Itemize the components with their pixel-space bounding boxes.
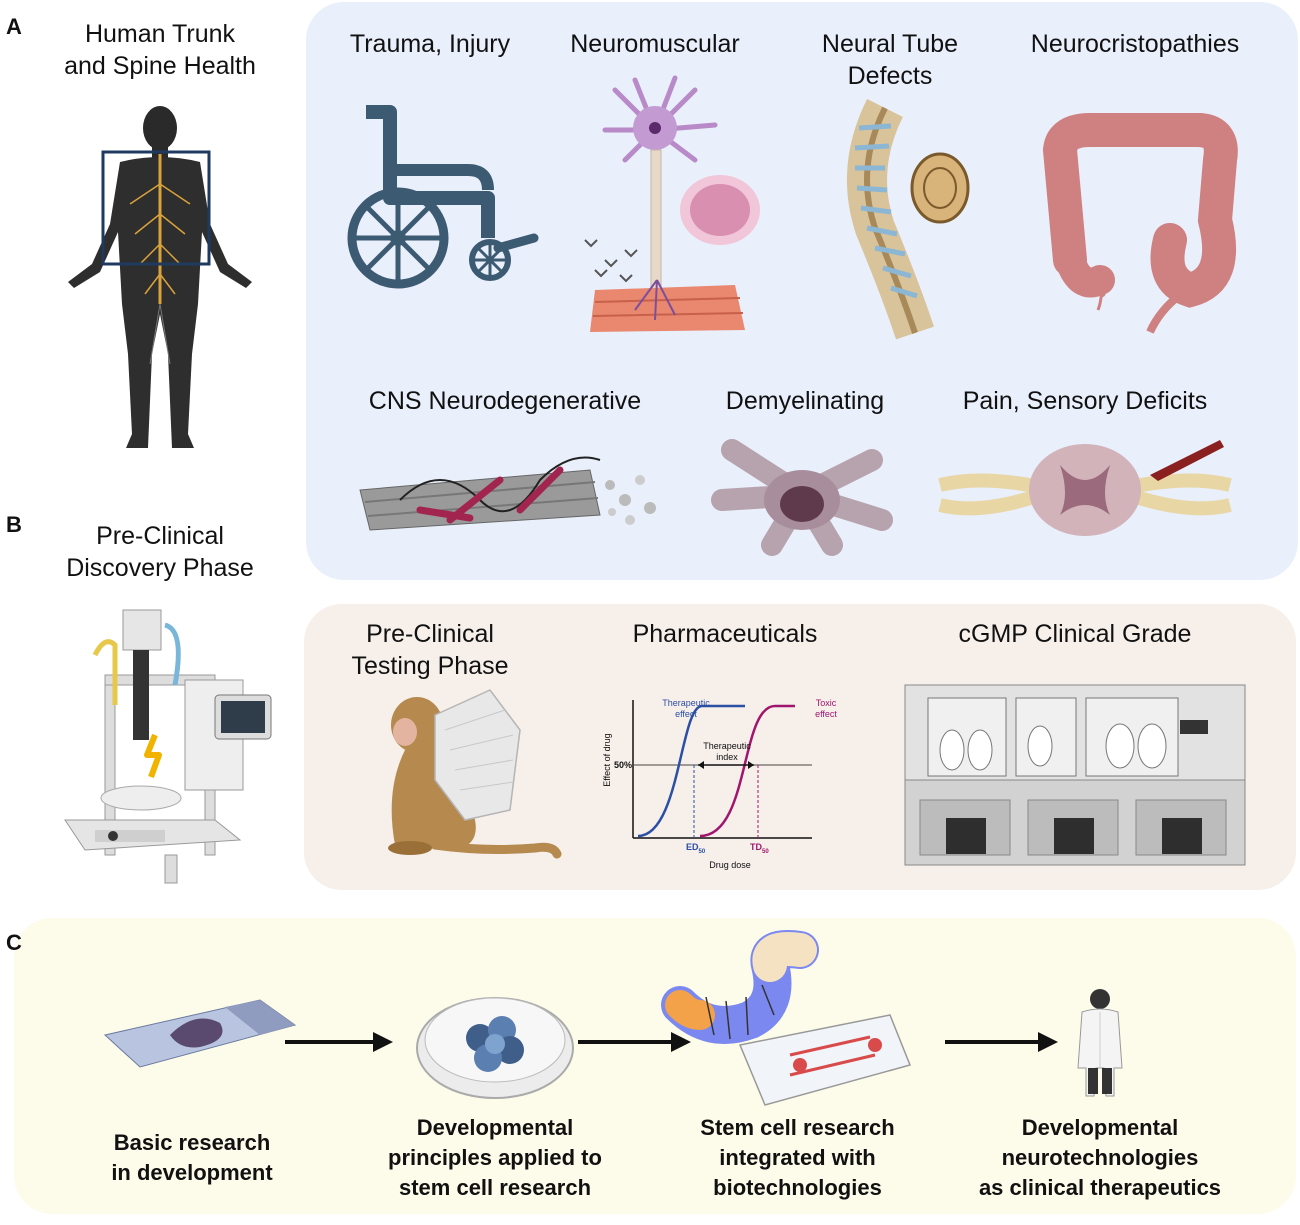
- category-pharmaceuticals: Pharmaceuticals: [632, 620, 818, 648]
- step-stem-cell-biotech: Stem cell research integrated with biote…: [700, 1115, 895, 1200]
- toxic-effect-label: Toxic effect: [815, 698, 837, 719]
- step-neurotechnologies-therapeutics: Developmental neurotechnologies as clini…: [978, 1115, 1222, 1200]
- toxic-curve: [699, 704, 795, 838]
- td50-label: TD50: [750, 842, 769, 855]
- stereotaxic-device-illustration: [64, 609, 272, 884]
- colon-illustration: [1042, 113, 1238, 334]
- microscope-slide-illustration: [103, 999, 297, 1068]
- human-body-illustration: [68, 106, 252, 448]
- dose-response-graph: [632, 700, 812, 839]
- spinal-cord-pain-illustration: [938, 440, 1232, 536]
- monkey-illustration: [388, 689, 562, 859]
- clinician-illustration: [1077, 989, 1123, 1097]
- panel-letter-b: B: [6, 512, 22, 537]
- category-cns-neurodegenerative: CNS Neurodegenerative: [368, 387, 642, 415]
- category-cgmp-clinical-grade: cGMP Clinical Grade: [958, 620, 1192, 648]
- wheelchair-icon: [347, 105, 539, 289]
- category-demyelinating: Demyelinating: [725, 387, 885, 415]
- flow-arrow-3: [945, 1032, 1058, 1052]
- biosafety-cabinet-illustration: [904, 684, 1246, 866]
- category-neuromuscular: Neuromuscular: [570, 30, 740, 58]
- category-neural-tube-defects: Neural Tube Defects: [821, 30, 959, 90]
- flow-arrow-1: [285, 1032, 393, 1052]
- therapeutic-curve: [637, 704, 745, 838]
- panel-letter-a: A: [6, 14, 22, 39]
- flow-arrow-2: [578, 1032, 691, 1052]
- neuron-muscle-illustration: [584, 75, 760, 332]
- therapeutic-effect-label: Therapeutic effect: [662, 698, 710, 719]
- y-tick-50: 50%: [614, 760, 633, 770]
- microtubule-tau-illustration: [359, 456, 656, 531]
- step-developmental-principles: Developmental principles applied to stem…: [388, 1115, 602, 1200]
- ed50-label: ED50: [686, 842, 706, 855]
- category-trauma-injury: Trauma, Injury: [349, 30, 511, 58]
- demyelinating-cell-illustration: [711, 439, 893, 556]
- spine-defect-illustration: [847, 99, 970, 340]
- category-pain-sensory-deficits: Pain, Sensory Deficits: [962, 387, 1208, 415]
- petri-dish-illustration: [416, 997, 574, 1099]
- therapeutic-index-label: Therapeutic index: [703, 741, 751, 762]
- x-axis-label: Drug dose: [709, 860, 751, 870]
- human-trunk-title: Human Trunk and Spine Health: [64, 20, 256, 80]
- pre-clinical-discovery-title: Pre-Clinical Discovery Phase: [66, 522, 254, 582]
- organoid-chip-illustration: [661, 930, 912, 1106]
- category-pre-clinical-testing: Pre-Clinical Testing Phase: [351, 620, 509, 680]
- panel-letter-c: C: [6, 930, 22, 955]
- category-neurocristopathies: Neurocristopathies: [1030, 30, 1240, 58]
- step-basic-research: Basic research in development: [111, 1130, 273, 1185]
- y-axis-label: Effect of drug: [602, 733, 612, 787]
